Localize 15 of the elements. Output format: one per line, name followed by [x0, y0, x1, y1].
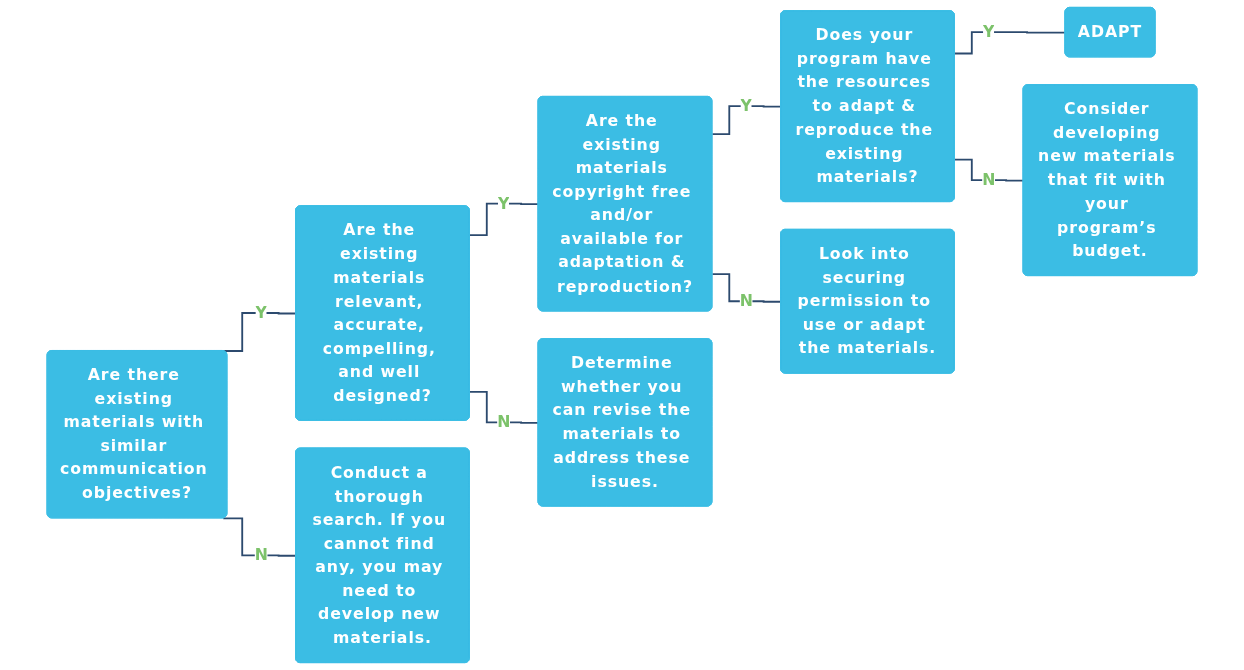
- connector: [711, 105, 782, 136]
- edge-label: N: [739, 291, 753, 310]
- connector: [468, 202, 540, 237]
- edge-label: N: [497, 412, 511, 431]
- connector: [711, 273, 782, 303]
- connector: [222, 312, 297, 352]
- edge-label: N: [254, 545, 268, 564]
- edge-label: Y: [255, 303, 267, 322]
- edge-label: Y: [983, 22, 995, 41]
- connector: [953, 158, 1025, 182]
- connector: [222, 517, 297, 557]
- connector: [468, 390, 540, 424]
- edge-label: N: [982, 170, 996, 189]
- edge-label: Y: [498, 193, 510, 213]
- edge-label: Y: [740, 96, 752, 115]
